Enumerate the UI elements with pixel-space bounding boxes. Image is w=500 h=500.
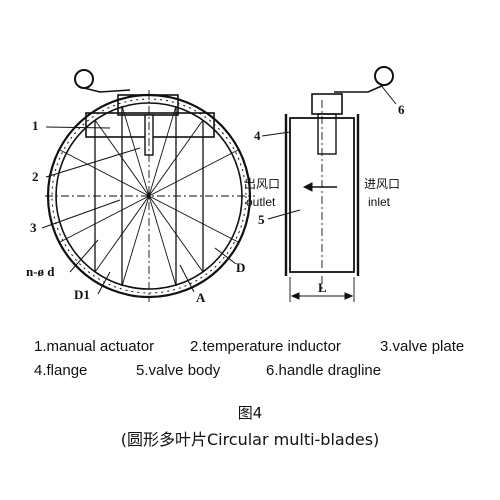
radial-line: [59, 149, 239, 243]
leader-3: [41, 199, 121, 229]
leader-2: [45, 147, 141, 178]
airflow-arrowhead: [302, 182, 313, 192]
side-handle-arm: [334, 84, 385, 93]
radial-lines: [59, 105, 239, 287]
figure-title: (圆形多叶片Circular multi-blades): [120, 430, 380, 449]
inlet-en-label: inlet: [368, 195, 391, 209]
front-view: [41, 69, 255, 302]
callout-d: D: [236, 260, 245, 275]
leader-nd: [69, 239, 99, 273]
leader-6: [379, 83, 397, 105]
outlet-en-label: outlet: [246, 195, 276, 209]
callout-2: 2: [32, 169, 39, 184]
callout-d1: D1: [74, 287, 90, 302]
callout-4: 4: [254, 128, 261, 143]
technical-drawing: 1 2 3 n-ø d D1 A D 4 5 6 L 出风口 outlet 进风…: [26, 66, 405, 305]
legend-item-3: 3.valve plate: [380, 338, 465, 355]
inlet-cn-label: 进风口: [364, 177, 400, 191]
callout-a: A: [196, 290, 206, 305]
callout-nd: n-ø d: [26, 264, 55, 279]
legend-item-2: 2.temperature inductor: [190, 338, 341, 355]
callout-6: 6: [398, 102, 405, 117]
callout-5: 5: [258, 212, 265, 227]
dim-arrows: [290, 292, 354, 300]
callout-3: 3: [30, 220, 37, 235]
leader-4: [261, 131, 291, 137]
legend-item-6: 6.handle dragline: [266, 362, 382, 379]
bolt-circle: [51, 98, 247, 294]
leader-1: [45, 126, 111, 129]
side-handle-ball: [374, 66, 394, 86]
legend-item-1: 1.manual actuator: [34, 338, 155, 355]
front-handle-arm: [83, 87, 131, 93]
side-actuator: [311, 93, 343, 115]
outlet-cn-label: 出风口: [244, 177, 280, 191]
legend-item-5: 5.valve body: [136, 362, 221, 379]
figure-number: 图4: [237, 404, 263, 422]
callout-l: L: [318, 280, 327, 295]
legend-item-4: 4.flange: [34, 362, 88, 379]
callout-1: 1: [32, 118, 39, 133]
leader-d1: [97, 271, 111, 295]
side-actuator-shaft: [317, 113, 337, 155]
leader-d: [214, 247, 237, 265]
front-handle-ball: [74, 69, 94, 89]
center-lines: [45, 90, 255, 302]
leader-a: [179, 264, 195, 293]
leader-lines: [41, 126, 237, 295]
side-view: [261, 66, 397, 302]
leader-5: [267, 209, 301, 220]
